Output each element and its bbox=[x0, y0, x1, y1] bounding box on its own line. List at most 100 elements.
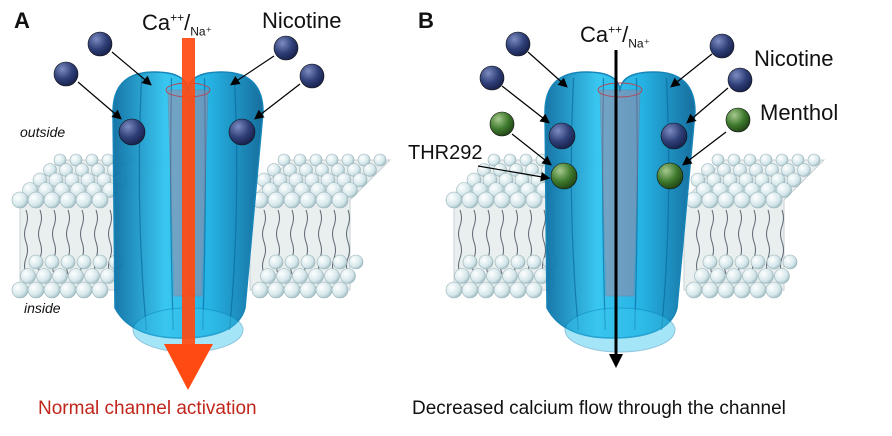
menthol-molecule-bound bbox=[550, 162, 578, 190]
lipid-tail bbox=[696, 209, 700, 275]
binding-arrow bbox=[501, 85, 550, 124]
lipid-head bbox=[733, 281, 751, 299]
lipid-head bbox=[315, 191, 333, 209]
lipid-head bbox=[487, 153, 501, 167]
lipid-tail bbox=[24, 209, 28, 275]
binding-arrow bbox=[682, 131, 727, 166]
lipid-head bbox=[733, 191, 751, 209]
lipid-head bbox=[726, 268, 742, 284]
lipid-head bbox=[765, 191, 783, 209]
panel-a-caption: Normal channel activation bbox=[38, 398, 257, 419]
channel-pore bbox=[599, 89, 641, 297]
lipid-head bbox=[332, 254, 348, 270]
lipid-head bbox=[525, 191, 543, 209]
lipid-head bbox=[324, 268, 340, 284]
lipid-head bbox=[284, 254, 300, 270]
lipid-head bbox=[477, 281, 495, 299]
lipid-head bbox=[486, 268, 502, 284]
lipid-head bbox=[363, 163, 377, 177]
channel-body bbox=[544, 71, 696, 339]
panel-b-nicotine-label: Nicotine bbox=[754, 46, 834, 71]
ion-channel bbox=[544, 71, 696, 353]
ion-flow-arrowhead bbox=[164, 344, 213, 390]
lipid-head bbox=[701, 191, 719, 209]
nicotine-molecule bbox=[299, 63, 325, 89]
nicotine-molecule bbox=[479, 65, 505, 91]
lipid-head bbox=[685, 281, 703, 299]
lipid-head bbox=[774, 268, 790, 284]
lipid-head bbox=[685, 191, 703, 209]
lipid-head bbox=[445, 191, 463, 209]
nicotine-molecule bbox=[273, 35, 299, 61]
panel-a-artwork bbox=[11, 31, 392, 390]
lipid-head bbox=[357, 153, 371, 167]
lipid-head bbox=[776, 182, 792, 198]
binding-arrow bbox=[670, 53, 713, 88]
lipid-head bbox=[267, 281, 285, 299]
lipid-head bbox=[283, 281, 301, 299]
lipid-head bbox=[749, 191, 767, 209]
channel-subunit-edge bbox=[170, 77, 174, 331]
lipid-head bbox=[734, 254, 750, 270]
ion-flow-arrow-shaft bbox=[182, 38, 195, 348]
lipid-head bbox=[717, 281, 735, 299]
lipid-head bbox=[85, 153, 99, 167]
lipid-head bbox=[373, 153, 387, 167]
lipid-head bbox=[718, 254, 734, 270]
lipid-head bbox=[315, 281, 333, 299]
panel-b-artwork bbox=[445, 31, 826, 368]
lipid-head bbox=[69, 153, 83, 167]
lipid-head bbox=[84, 268, 100, 284]
lipid-head bbox=[309, 153, 323, 167]
lipid-head bbox=[502, 268, 518, 284]
lipid-head bbox=[750, 254, 766, 270]
lipid-head bbox=[260, 268, 276, 284]
lipid-head bbox=[268, 254, 284, 270]
ion-sodium: Na⁺ bbox=[628, 36, 650, 51]
lipid-head bbox=[53, 153, 67, 167]
lipid-head bbox=[478, 254, 494, 270]
binding-arrow bbox=[254, 83, 301, 120]
ion-slash: / bbox=[622, 22, 629, 47]
panel-b-letter: B bbox=[418, 8, 434, 33]
menthol-molecule bbox=[725, 107, 751, 133]
panel-b-caption: Decreased calcium flow through the chann… bbox=[412, 398, 786, 419]
lipid-head bbox=[27, 281, 45, 299]
lipid-head bbox=[325, 153, 339, 167]
nicotine-molecule bbox=[87, 31, 113, 57]
lipid-head bbox=[91, 191, 109, 209]
lipid-head bbox=[702, 254, 718, 270]
binding-arrow bbox=[111, 51, 152, 86]
channel-subunit-edge bbox=[138, 77, 148, 331]
lipid-head bbox=[276, 268, 292, 284]
lipid-head bbox=[461, 191, 479, 209]
ion-charge: ++ bbox=[608, 22, 623, 37]
lipid-head bbox=[44, 254, 60, 270]
lipid-head bbox=[43, 191, 61, 209]
lipid-tail bbox=[262, 209, 266, 275]
lipid-head bbox=[510, 254, 526, 270]
lipid-head bbox=[59, 281, 77, 299]
lipid-head bbox=[509, 281, 527, 299]
binding-arrow bbox=[686, 87, 729, 124]
lipid-head bbox=[717, 191, 735, 209]
lipid-head bbox=[308, 268, 324, 284]
lipid-head bbox=[470, 268, 486, 284]
binding-arrow bbox=[77, 81, 122, 120]
lipid-head bbox=[743, 153, 757, 167]
nicotine-molecule bbox=[53, 61, 79, 87]
nicotine-molecule bbox=[727, 67, 753, 93]
nicotine-molecule-bound bbox=[548, 122, 576, 150]
lipid-head bbox=[11, 281, 29, 299]
lipid-head bbox=[518, 268, 534, 284]
panel-a-nicotine-label: Nicotine bbox=[262, 8, 342, 33]
lipid-head bbox=[342, 182, 358, 198]
lipid-tail bbox=[458, 209, 462, 275]
lipid-head bbox=[786, 172, 802, 188]
lipid-head bbox=[519, 153, 533, 167]
lipid-head bbox=[267, 191, 285, 209]
nicotine-molecule-bound bbox=[660, 122, 688, 150]
lipid-head bbox=[797, 163, 811, 177]
ion-flow-arrowhead bbox=[609, 354, 623, 368]
